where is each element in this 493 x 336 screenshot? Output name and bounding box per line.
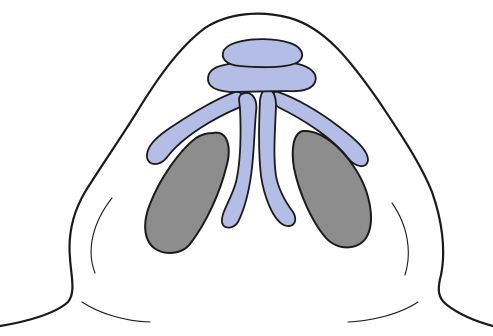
tip-lobule — [223, 39, 302, 67]
